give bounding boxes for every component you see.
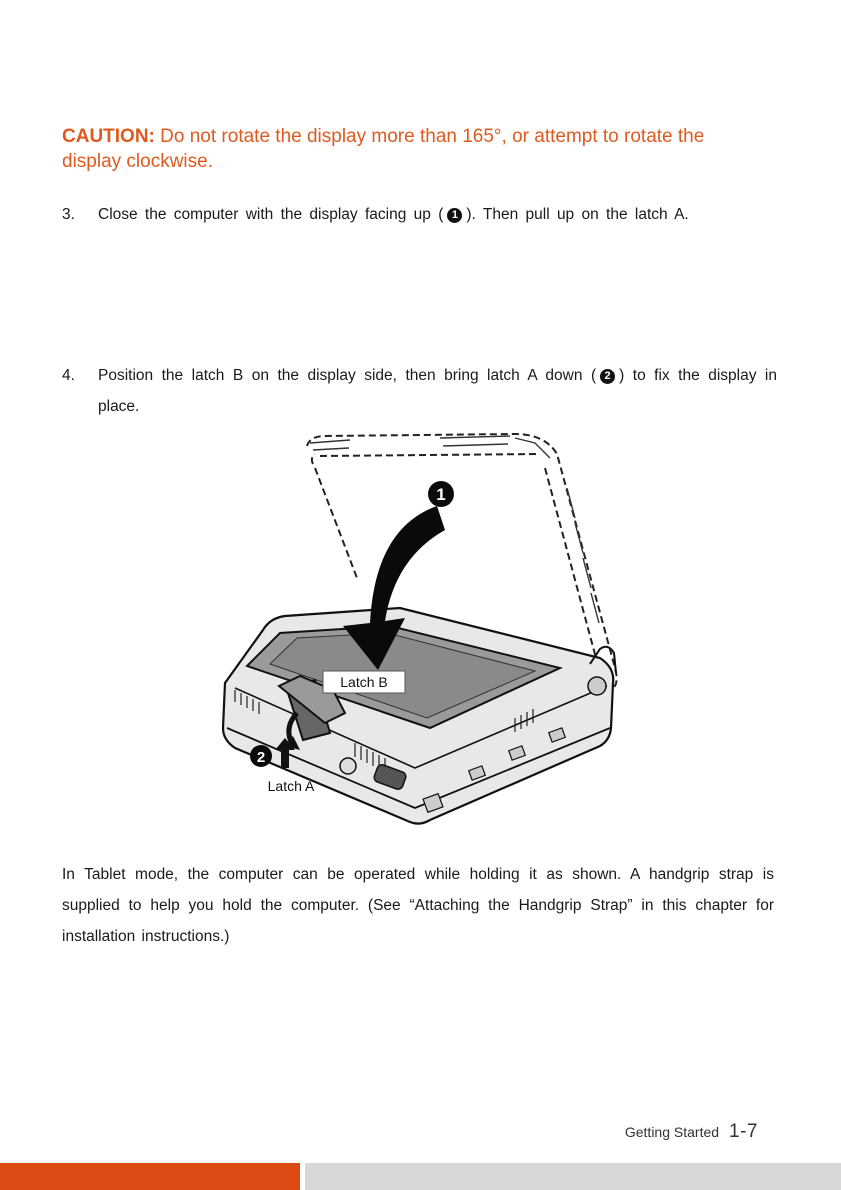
marker-2-text: 2 bbox=[257, 749, 265, 766]
footer-section-title: Getting Started bbox=[624, 1124, 720, 1140]
step-marker-1-icon: 1 bbox=[447, 208, 463, 223]
step-number: 3. bbox=[62, 206, 75, 223]
display-hinge-marks bbox=[309, 435, 600, 624]
tablet-mode-paragraph: In Tablet mode, the computer can be oper… bbox=[62, 866, 774, 945]
step-text: Close the computer with the display faci… bbox=[98, 199, 777, 230]
latch-b-callout bbox=[322, 670, 406, 694]
latch-up-arrow-icon bbox=[275, 738, 295, 768]
caution-label: CAUTION: bbox=[62, 126, 155, 147]
step-text-after: ). Then pull up on the latch A. bbox=[466, 206, 689, 223]
caution-text: Do not rotate the display more than 165°… bbox=[62, 126, 705, 172]
display-outline bbox=[306, 432, 618, 691]
page-number: 1-7 bbox=[729, 1121, 758, 1142]
step-text-before: Position the latch B on the display side… bbox=[98, 367, 597, 384]
step-4: 4. Position the latch B on the display s… bbox=[62, 360, 777, 422]
laptop-latch-illustration: 1 2 Latch B Latch A bbox=[221, 432, 618, 825]
latch-b-label: Latch B bbox=[340, 674, 387, 690]
marker-1-text: 1 bbox=[436, 485, 445, 504]
latch-a-shape bbox=[277, 674, 347, 742]
latch-a-label: Latch A bbox=[268, 778, 315, 794]
page-footer: Getting Started 1-7 bbox=[625, 1121, 758, 1143]
step-text-before: Close the computer with the display faci… bbox=[98, 206, 444, 223]
step-marker-2-icon: 2 bbox=[600, 369, 616, 384]
step-3: 3. Close the computer with the display f… bbox=[62, 199, 777, 230]
step-text-after: ) to fix the display in place. bbox=[98, 367, 777, 415]
footer-gray-bar bbox=[305, 1163, 841, 1190]
footer-accent-bar bbox=[0, 1163, 300, 1190]
step-number: 4. bbox=[62, 367, 75, 384]
fold-down-arrow-icon bbox=[343, 506, 445, 670]
step-text: Position the latch B on the display side… bbox=[98, 360, 777, 422]
caution-note: CAUTION: Do not rotate the display more … bbox=[62, 124, 762, 174]
marker-1-icon bbox=[428, 481, 454, 507]
marker-2-icon bbox=[250, 745, 272, 767]
